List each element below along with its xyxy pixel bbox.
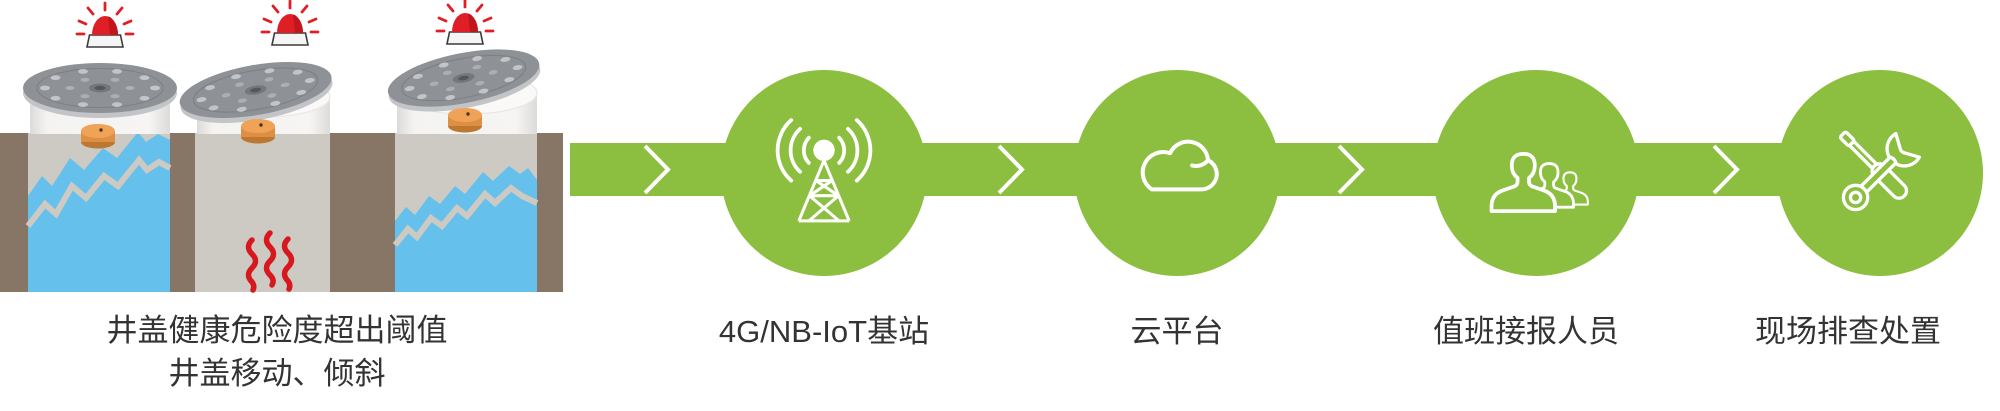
alarm-beacon-3 (435, 0, 495, 46)
tools-icon (1838, 130, 1922, 212)
flow-node-base-station (721, 70, 927, 276)
water-level-chart-1 (25, 132, 172, 292)
step-label-cloud-platform: 云平台 (1130, 314, 1224, 349)
incident-caption-line1: 井盖健康危险度超出阈值 (106, 313, 448, 348)
step-label-field-service: 现场排查处置 (1755, 314, 1941, 349)
manhole-shaft-2 (195, 133, 330, 292)
manhole-cover-1 (22, 62, 178, 119)
alarm-beacon-2 (260, 0, 320, 47)
incident-caption: 井盖健康危险度超出阈值 井盖移动、倾斜 (32, 309, 522, 395)
step-label-duty-personnel: 值班接报人员 (1433, 314, 1619, 349)
water-level-chart-3 (392, 166, 539, 292)
chevron-arrow-icon (643, 144, 671, 195)
antenna-tower-icon (775, 118, 873, 223)
alarm-beacon-1 (75, 1, 135, 49)
iot-sensor-2 (241, 119, 275, 144)
chevron-arrow-icon (1712, 144, 1740, 195)
people-icon (1489, 152, 1589, 213)
iot-sensor-1 (81, 124, 115, 149)
flow-node-duty-personnel (1433, 70, 1639, 276)
manhole-illustration (0, 0, 563, 293)
chevron-arrow-icon (1337, 144, 1365, 195)
chevron-arrow-icon (997, 144, 1025, 195)
iot-sensor-3 (448, 108, 482, 133)
flow-node-field-service (1777, 70, 1983, 276)
cloud-icon (1140, 139, 1219, 192)
step-label-base-station: 4G/NB-IoT基站 (718, 314, 930, 349)
flow-node-cloud-platform (1074, 70, 1280, 276)
incident-caption-line2: 井盖移动、倾斜 (168, 356, 386, 391)
gas-leak-squiggles (245, 230, 295, 293)
